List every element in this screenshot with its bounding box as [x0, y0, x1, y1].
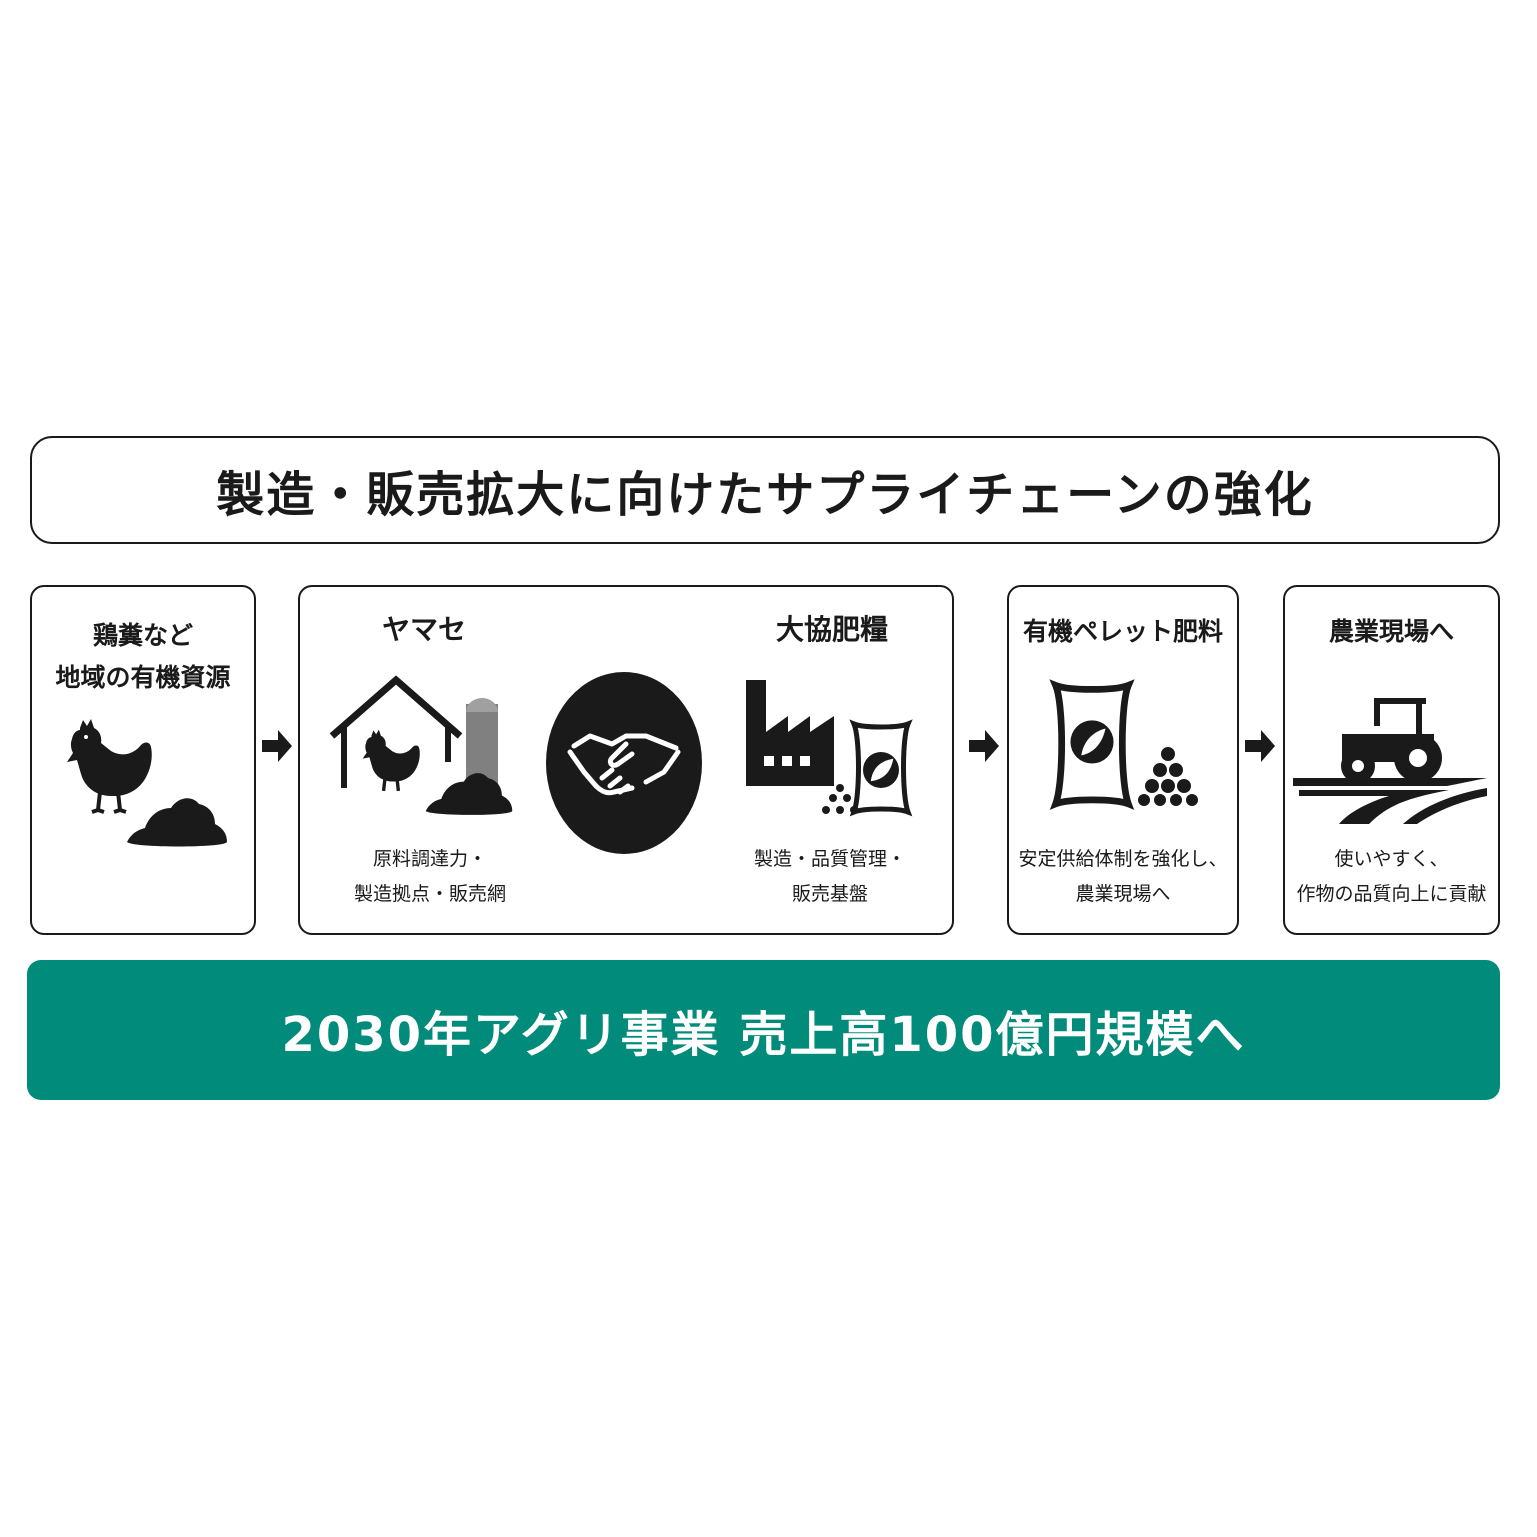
chicken-icon [362, 729, 420, 792]
factory-icon [746, 680, 834, 786]
step-pellet-caption-2: 農業現場へ [1075, 883, 1171, 905]
step-daikyo-caption-1: 製造・品質管理・ [753, 848, 906, 870]
step-pellet-caption-1: 安定供給体制を強化し、 [1018, 848, 1228, 870]
goal-banner-text: 2030年アグリ事業 売上高100億円規模へ [281, 1007, 1246, 1063]
step-yamase-caption-1: 原料調達力・ [372, 848, 487, 870]
title-box: 製造・販売拡大に向けたサプライチェーンの強化 [30, 436, 1500, 544]
handshake-icon [546, 672, 702, 854]
step-daikyo-caption-2: 販売基盤 [791, 883, 868, 905]
arrow-right-icon [1245, 730, 1275, 762]
step-yamase-caption-2: 製造拠点・販売網 [353, 883, 506, 905]
step-source-label-1: 鶏糞など [92, 621, 193, 650]
step-farm-caption-1: 使いやすく、 [1334, 848, 1449, 870]
step-source-label-2: 地域の有機資源 [55, 663, 231, 692]
pellets-icon [822, 784, 858, 814]
fertilizer-bag-icon [1049, 679, 1135, 810]
step-yamase-label: ヤマセ [381, 613, 466, 646]
step-farm-caption-2: 作物の品質向上に貢献 [1296, 883, 1487, 905]
field-icon [1293, 778, 1487, 824]
step-pellet-label: 有機ペレット肥料 [1022, 617, 1223, 646]
step-daikyo-label: 大協肥糧 [775, 613, 888, 646]
arrow-right-icon [262, 730, 292, 762]
tractor-icon [1341, 698, 1442, 783]
pellets-icon [1138, 747, 1198, 806]
goal-banner: 2030年アグリ事業 売上高100億円規模へ [27, 960, 1500, 1100]
page-title: 製造・販売拡大に向けたサプライチェーンの強化 [216, 467, 1314, 523]
step-farm-label: 農業現場へ [1328, 617, 1454, 646]
barn-icon [329, 675, 463, 788]
manure-pile-icon [127, 798, 227, 847]
manure-pile-icon [425, 773, 513, 815]
fertilizer-bag-icon [849, 719, 913, 817]
arrow-right-icon [969, 730, 999, 762]
step-source-box: 鶏糞など 地域の有機資源 [30, 585, 256, 935]
chicken-icon [67, 719, 152, 814]
